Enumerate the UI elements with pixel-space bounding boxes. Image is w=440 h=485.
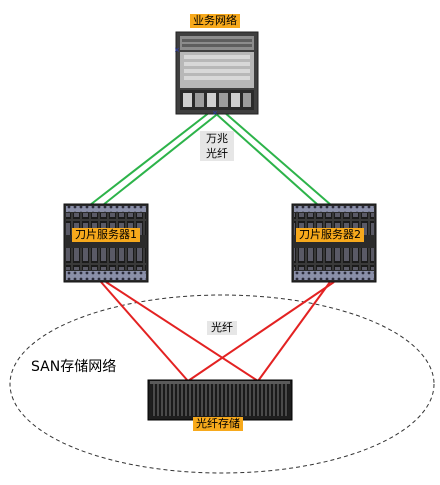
blade-server-1-label: 刀片服务器1 bbox=[72, 228, 140, 242]
ten-gig-fiber-links bbox=[89, 111, 332, 206]
ten-gig-fiber-label: 万兆 光纤 bbox=[200, 131, 234, 161]
fiber-top-text: 光纤 bbox=[206, 147, 228, 160]
core-switch: × × bbox=[174, 31, 259, 117]
blade-server-2 bbox=[291, 203, 377, 283]
business-network-label: 业务网络 bbox=[190, 14, 240, 28]
san-network-boundary bbox=[9, 294, 435, 474]
san-fiber-label: 光纤 bbox=[207, 321, 237, 335]
fiber-storage-label: 光纤存储 bbox=[193, 417, 243, 431]
blade-server-2-label: 刀片服务器2 bbox=[296, 228, 364, 242]
svg-text:×: × bbox=[174, 46, 180, 54]
ten-gig-text: 万兆 bbox=[206, 132, 228, 145]
san-network-label: SAN存储网络 bbox=[29, 358, 119, 376]
fiber-storage-array bbox=[147, 379, 293, 421]
blade-server-1 bbox=[63, 203, 149, 283]
san-fiber-links bbox=[100, 281, 335, 382]
svg-text:×: × bbox=[212, 109, 218, 117]
